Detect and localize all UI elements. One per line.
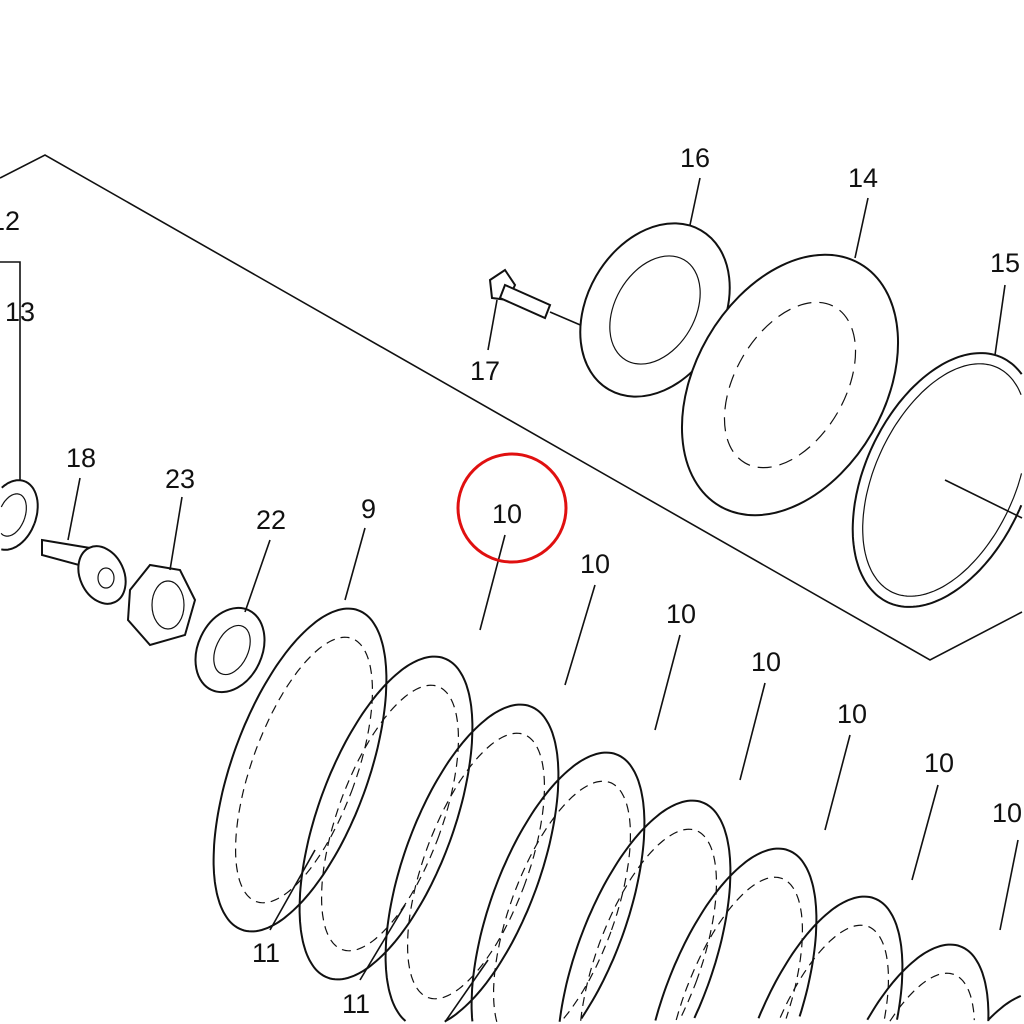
callout-13[interactable]: 13 [5, 297, 35, 327]
plate-teeth [407, 732, 545, 1000]
plate-teeth [235, 636, 373, 904]
part-14-plate[interactable] [638, 197, 943, 554]
seal-inner [0, 493, 27, 537]
bracket-line [0, 261, 21, 480]
callout-10-highlighted[interactable]: 10 [492, 499, 522, 529]
callout-17[interactable]: 17 [470, 356, 500, 386]
callout-11[interactable]: 11 [252, 938, 280, 968]
clutch-plate[interactable] [470, 751, 646, 1022]
callout-10[interactable]: 10 [837, 699, 867, 729]
plate-teeth [779, 924, 889, 1021]
plate-teeth [675, 876, 803, 1021]
part-16-plate[interactable] [550, 177, 760, 424]
plate-teeth [580, 828, 717, 1021]
part-22-washer[interactable] [182, 539, 277, 703]
callout-10[interactable]: 10 [992, 798, 1022, 828]
callout-15[interactable]: 15 [990, 248, 1020, 278]
leader-lines [269, 527, 1019, 1023]
plate-teeth [493, 780, 631, 1022]
callout-14[interactable]: 14 [848, 163, 878, 193]
callout-18[interactable]: 18 [66, 443, 96, 473]
callout-10[interactable]: 10 [751, 647, 781, 677]
frame-line [0, 154, 1023, 661]
part-15-ring[interactable] [851, 284, 1023, 608]
friction-plate[interactable] [757, 895, 904, 1020]
part-17-bolt[interactable] [487, 268, 593, 351]
ring-outer[interactable] [851, 352, 1023, 608]
ring-inner [862, 363, 1023, 597]
callout-10[interactable]: 10 [666, 599, 696, 629]
friction-plate[interactable] [384, 703, 560, 1023]
callout-10[interactable]: 10 [580, 549, 610, 579]
highlight-circle [456, 452, 568, 564]
callout-12[interactable]: 12 [0, 206, 20, 236]
callout-16[interactable]: 16 [680, 143, 710, 173]
friction-plate[interactable] [212, 607, 388, 933]
part-18-pushrod[interactable] [41, 477, 135, 611]
part-23-nut[interactable] [126, 496, 197, 647]
clutch-plate[interactable] [654, 847, 818, 1021]
callout-22[interactable]: 22 [256, 505, 286, 535]
seal-outer[interactable] [1, 479, 39, 551]
friction-plate[interactable] [558, 799, 732, 1022]
callout-23[interactable]: 23 [165, 464, 195, 494]
friction-plate[interactable] [987, 994, 1022, 1021]
callout-11[interactable]: 11 [342, 989, 370, 1019]
plate-teeth [889, 972, 975, 1022]
clutch-plate[interactable] [866, 943, 990, 1022]
callout-9[interactable]: 9 [361, 494, 376, 524]
callout-10[interactable]: 10 [924, 748, 954, 778]
clutch-plate-stack[interactable] [212, 607, 1022, 1023]
part-13-seal[interactable] [0, 479, 39, 551]
plate-teeth [321, 684, 459, 952]
